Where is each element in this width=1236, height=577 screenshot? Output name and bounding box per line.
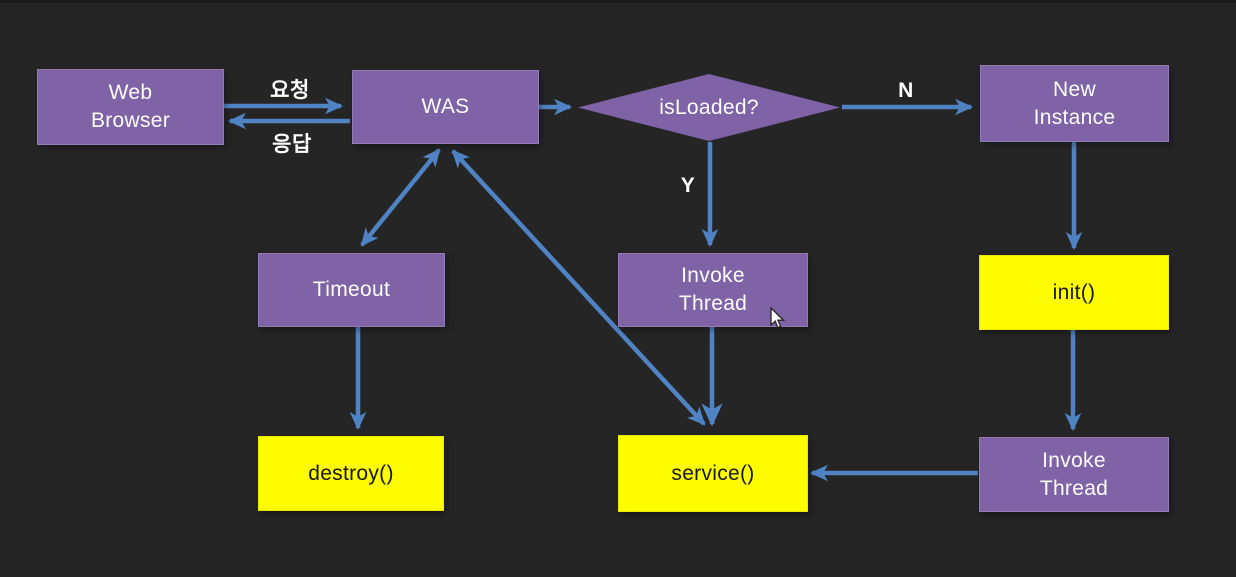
- node-new-instance: New Instance: [980, 65, 1169, 142]
- node-service: service(): [618, 435, 808, 512]
- screen-edge: [0, 0, 1236, 3]
- edge-was-service-bidirectional: [451, 149, 706, 426]
- edge-label-yes: Y: [680, 174, 696, 197]
- edge-label-response: 응답: [272, 133, 312, 156]
- node-invoke-thread-right: Invoke Thread: [979, 437, 1169, 512]
- node-timeout: Timeout: [258, 253, 445, 327]
- node-web-browser: Web Browser: [37, 69, 224, 145]
- node-destroy: destroy(): [258, 436, 444, 511]
- mouse-cursor-icon: [770, 307, 786, 329]
- edge-was-timeout-bidirectional: [360, 148, 441, 247]
- edge-label-no: N: [898, 79, 914, 102]
- node-was: WAS: [352, 70, 539, 144]
- node-invoke-thread-middle: Invoke Thread: [618, 253, 808, 327]
- node-init: init(): [979, 255, 1169, 330]
- edge-label-request: 요청: [270, 79, 310, 102]
